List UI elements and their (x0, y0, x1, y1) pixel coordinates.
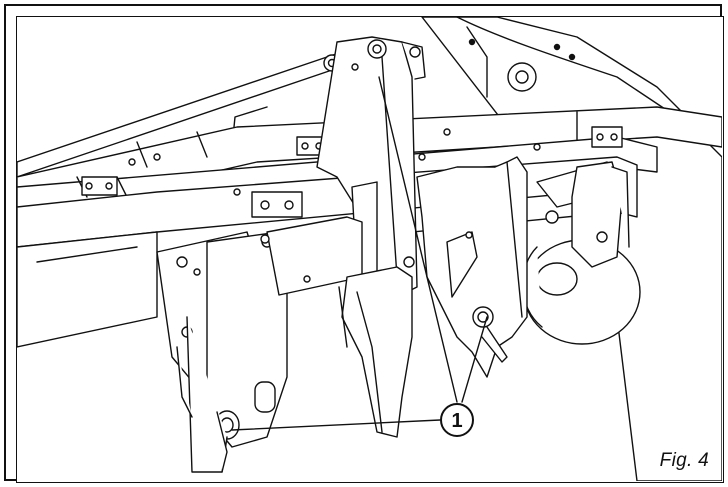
callout-marker (440, 403, 474, 437)
front-upright-beam (260, 181, 378, 296)
callout-number: 1 (451, 410, 463, 432)
figure-label: Fig. 4 (659, 450, 709, 471)
right-tine-assembly (416, 156, 528, 378)
machine-line-drawing (17, 17, 722, 481)
figure-frame: 1 Fig. 4 (4, 4, 724, 483)
figure-panel: 1 Fig. 4 (16, 16, 724, 483)
bolt-heads (128, 128, 541, 283)
center-tine (338, 256, 415, 438)
left-tine-assembly (156, 231, 288, 473)
left-frame-plate (17, 231, 158, 348)
right-rear-linkage (545, 161, 630, 268)
callout-leader-lines (231, 76, 488, 431)
